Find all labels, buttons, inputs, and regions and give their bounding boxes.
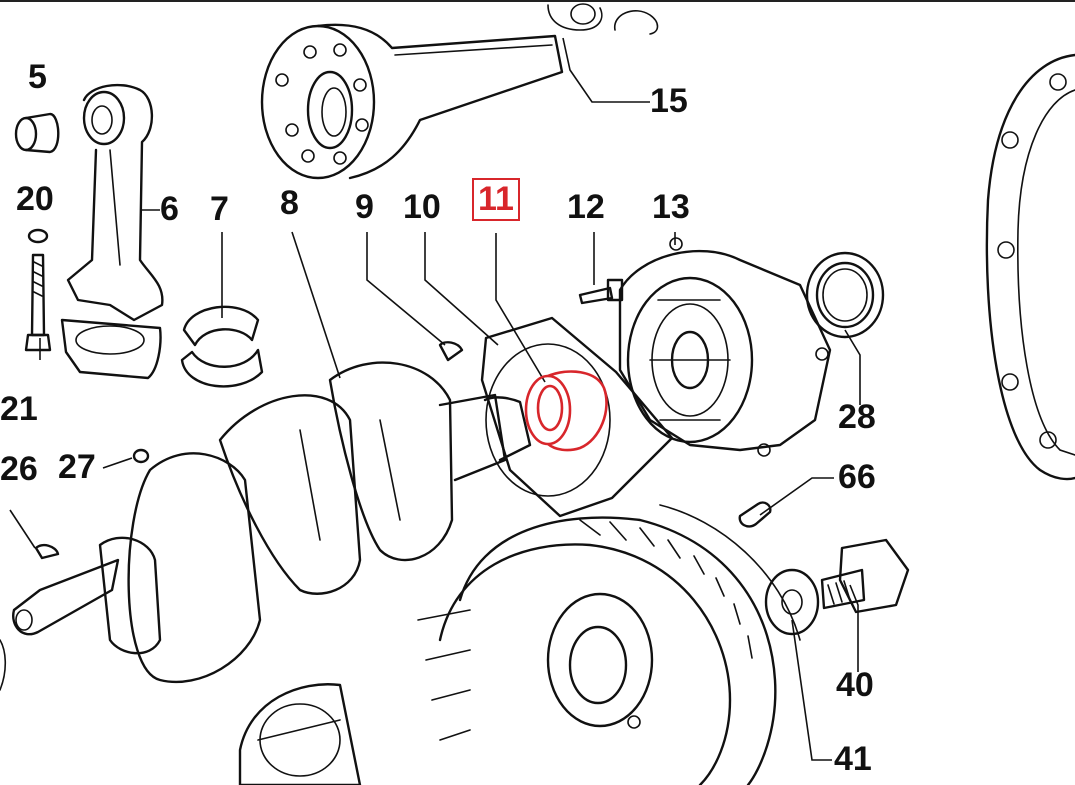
leader-11 bbox=[495, 233, 546, 383]
leader-40 bbox=[849, 584, 859, 672]
part-7-bearing-shells bbox=[180, 305, 264, 388]
leader-28 bbox=[844, 329, 861, 405]
leader-9 bbox=[366, 232, 446, 346]
part-5-bushing bbox=[14, 112, 60, 154]
part-bottom-housing bbox=[238, 683, 362, 785]
callout-7: 7 bbox=[210, 190, 229, 228]
part-15-flange-shaft bbox=[260, 23, 564, 180]
leader-26 bbox=[9, 509, 36, 549]
leader-10 bbox=[424, 232, 499, 346]
part-right-cover bbox=[985, 53, 1075, 481]
callout-12: 12 bbox=[567, 188, 605, 226]
callout-41: 41 bbox=[834, 740, 872, 778]
leader-lines bbox=[9, 37, 861, 761]
callout-9: 9 bbox=[355, 188, 374, 226]
flywheel bbox=[417, 504, 801, 785]
part-28-oil-seal bbox=[805, 251, 885, 339]
part-11-bushing-highlighted bbox=[524, 370, 608, 452]
part-66-dowel-pin bbox=[738, 501, 772, 528]
callout-20: 20 bbox=[16, 180, 54, 218]
part-12-screw bbox=[578, 278, 624, 305]
part-left-edge bbox=[0, 639, 7, 691]
part-13-bearing-housing bbox=[618, 237, 832, 457]
part-8-crankshaft bbox=[12, 361, 532, 684]
part-10-gasket bbox=[480, 316, 674, 518]
callout-11-highlighted: 11 bbox=[472, 178, 520, 221]
part-40-41-bolt-washer bbox=[764, 538, 910, 636]
leader-66 bbox=[759, 477, 834, 516]
callout-10: 10 bbox=[403, 188, 441, 226]
leader-8 bbox=[291, 231, 341, 379]
callout-6: 6 bbox=[160, 190, 179, 228]
callout-40: 40 bbox=[836, 666, 874, 704]
callout-5: 5 bbox=[28, 58, 47, 96]
leader-15 bbox=[562, 37, 650, 103]
part-6-connecting-rod bbox=[60, 83, 164, 380]
callout-28: 28 bbox=[838, 398, 876, 436]
partial-top-part bbox=[547, 3, 659, 35]
callout-27: 27 bbox=[58, 448, 96, 486]
part-9-26-27-keys bbox=[34, 341, 464, 560]
callout-13: 13 bbox=[652, 188, 690, 226]
leader-41 bbox=[791, 619, 832, 761]
top-border bbox=[0, 0, 1075, 2]
part-20-21-bolt bbox=[24, 228, 52, 352]
callout-15: 15 bbox=[650, 82, 688, 120]
leader-27 bbox=[102, 457, 133, 469]
callout-8: 8 bbox=[280, 184, 299, 222]
callout-26: 26 bbox=[0, 450, 38, 488]
callout-66: 66 bbox=[838, 458, 876, 496]
callout-21: 21 bbox=[0, 390, 38, 428]
